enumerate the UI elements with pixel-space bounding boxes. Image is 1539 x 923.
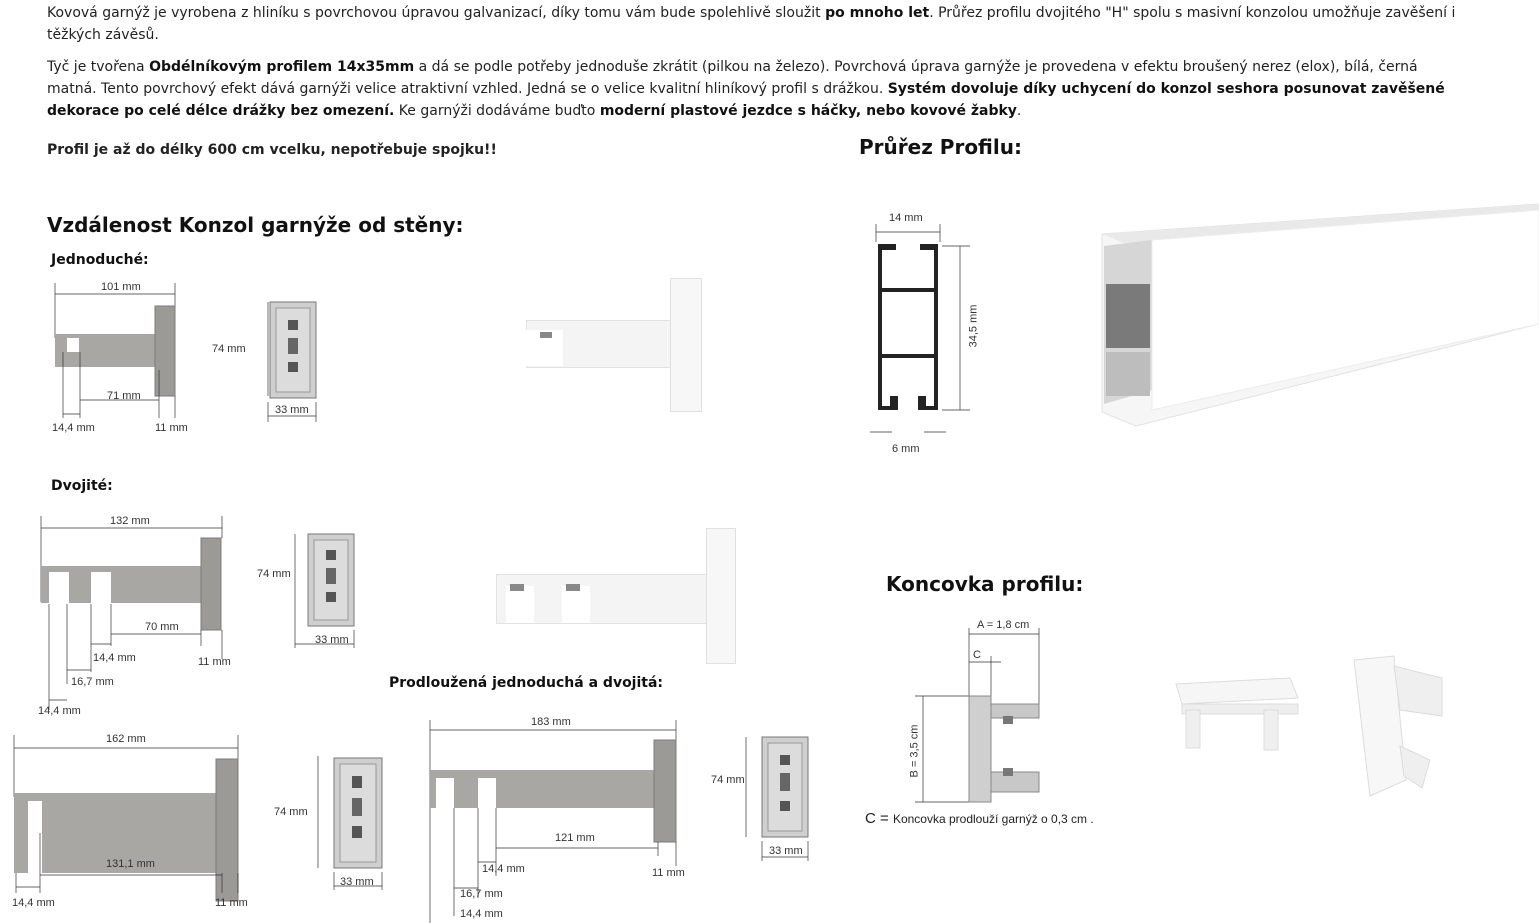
ext-double-gap1-label: 14,4 mm (482, 863, 525, 875)
ext-double-plate-width-label: 33 mm (769, 845, 803, 857)
profile-cross-section-diagram (870, 224, 970, 433)
profile-3d-image (1101, 203, 1539, 427)
single-plate-height-label: 74 mm (212, 343, 246, 355)
extended-double-diagram (429, 720, 677, 923)
ext-double-gap3-label: 14,4 mm (460, 908, 503, 920)
double-white-bracket-image (496, 528, 741, 664)
double-bracket-diagram (40, 516, 223, 710)
double-plate-diagram (294, 533, 355, 648)
double-length-label: 132 mm (110, 515, 150, 527)
ext-double-plate-height-label: 74 mm (711, 774, 745, 786)
profile-height-label: 34,5 mm (967, 304, 980, 348)
single-wall-label: 11 mm (155, 422, 188, 434)
ext-single-length-label: 162 mm (106, 733, 146, 745)
single-white-bracket-image (526, 278, 706, 412)
distance-heading: Vzdálenost Konzol garnýže od stěny: (47, 213, 464, 237)
double-heading: Dvojité: (51, 478, 113, 494)
double-inner-label: 70 mm (145, 621, 179, 633)
ext-single-wall-label: 11 mm (215, 897, 248, 909)
intro-paragraph-2: Tyč je tvořena Obdélníkovým profilem 14x… (47, 59, 1445, 119)
intro-paragraph-3: Profil je až do délky 600 cm vcelku, nep… (47, 142, 497, 158)
ext-double-wall-label: 11 mm (652, 867, 685, 879)
ext-double-plate-diagram (745, 736, 809, 861)
single-plate-width-label: 33 mm (275, 404, 309, 416)
single-length-label: 101 mm (101, 281, 141, 293)
profile-width-label: 14 mm (889, 212, 923, 224)
ext-double-inner-label: 121 mm (555, 832, 595, 844)
ext-single-plate-diagram (317, 756, 383, 890)
single-bracket-diagram (54, 283, 176, 418)
profile-slot-label: 6 mm (892, 443, 920, 455)
endcap-diagram (915, 628, 1040, 803)
extended-single-diagram (13, 735, 239, 902)
single-inner-label: 71 mm (107, 390, 141, 402)
double-gap3-label: 14,4 mm (38, 705, 81, 717)
single-plate-diagram (267, 301, 317, 422)
endcap-note: C = Koncovka prodlouží garnýž o 0,3 cm . (865, 810, 1094, 827)
profile-heading: Průřez Profilu: (859, 135, 1022, 159)
double-wall-label: 11 mm (198, 656, 231, 668)
double-plate-height-label: 74 mm (257, 568, 291, 580)
endcap-c-label: C (973, 649, 981, 661)
endcap-b-label: B = 3,5 cm (908, 724, 921, 778)
double-gap2-label: 16,7 mm (71, 676, 114, 688)
ext-single-plate-width-label: 33 mm (340, 876, 374, 888)
ext-double-length-label: 183 mm (531, 716, 571, 728)
extended-heading: Prodloužená jednoduchá a dvojitá: (389, 675, 664, 691)
double-plate-width-label: 33 mm (315, 634, 349, 646)
ext-double-gap2-label: 16,7 mm (460, 888, 503, 900)
ext-single-offset-label: 14,4 mm (12, 897, 55, 909)
intro-paragraph-1: Kovová garnýž je vyrobena z hliníku s po… (47, 5, 1456, 43)
double-gap1-label: 14,4 mm (93, 652, 136, 664)
endcap-a-label: A = 1,8 cm (977, 619, 1030, 631)
ext-single-inner-label: 131,1 mm (106, 858, 155, 870)
single-heading: Jednoduché: (51, 252, 149, 268)
ext-single-plate-height-label: 74 mm (274, 806, 308, 818)
endcap-heading: Koncovka profilu: (886, 572, 1084, 596)
single-offset-label: 14,4 mm (52, 422, 95, 434)
endcap-white-photo (1175, 655, 1443, 797)
